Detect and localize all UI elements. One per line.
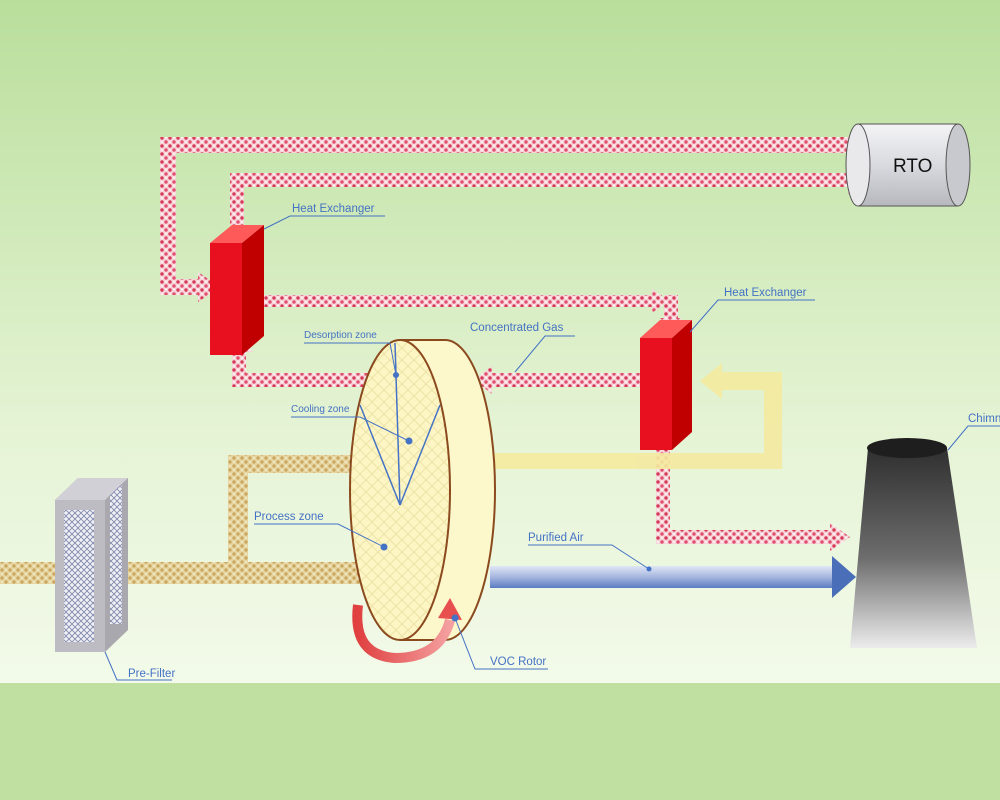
heat-exchanger-2-label: Heat Exchanger — [724, 287, 807, 299]
voc-rotor — [349, 339, 496, 664]
rotation-arrow — [352, 604, 455, 664]
cooling-zone-label: Cooling zone — [291, 404, 350, 415]
bottom-band — [0, 683, 1000, 800]
pre-filter — [55, 478, 128, 652]
process-zone-label: Process zone — [254, 511, 324, 523]
heat-exchanger-1-label: Heat Exchanger — [292, 203, 375, 215]
desorption-zone-label: Desorption zone — [304, 330, 377, 341]
purified-air-label: Purified Air — [528, 532, 584, 544]
purified-air-arrow — [490, 556, 856, 598]
pre-filter-label: Pre-Filter — [128, 668, 175, 680]
concentrated-gas-label: Concentrated Gas — [470, 322, 564, 334]
voc-rotor-label: VOC Rotor — [490, 656, 546, 668]
heat-exchanger-2 — [640, 320, 692, 450]
rto-label: RTO — [893, 156, 932, 177]
chimney-label: Chimn — [968, 413, 1000, 425]
heat-exchanger-1 — [210, 225, 264, 355]
chimney — [850, 438, 977, 648]
rto-unit: RTO — [845, 123, 971, 207]
cooling-air-flow — [492, 363, 782, 469]
label-leaders — [104, 215, 1000, 681]
